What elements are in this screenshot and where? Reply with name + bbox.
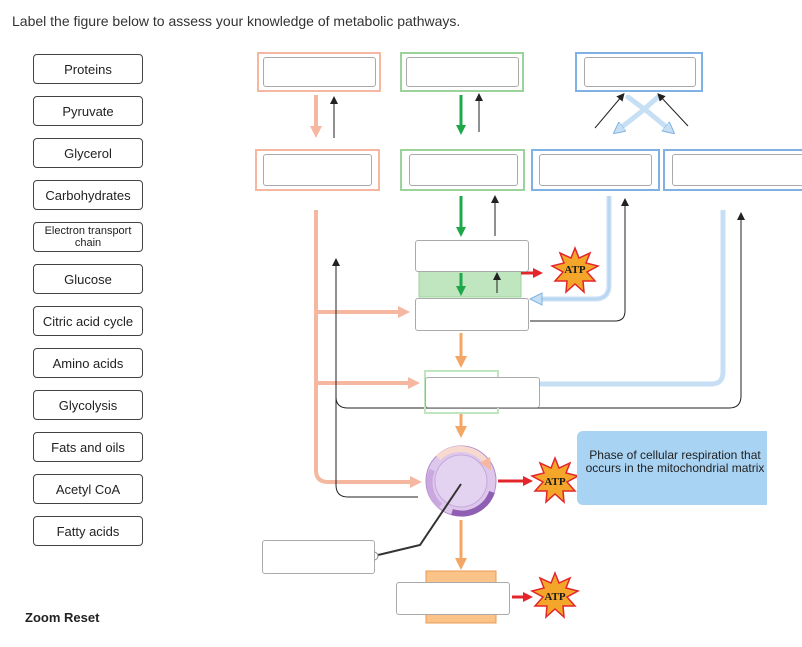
citric-acid-cycle-wheel	[425, 445, 497, 517]
label-amino-acids[interactable]: Amino acids	[33, 348, 143, 378]
fat-frame-mid-right	[663, 149, 802, 191]
glycerol-arrowhead	[528, 292, 543, 306]
drop-target-acetyl-coa[interactable]	[425, 377, 540, 408]
fat-split-arrow-left	[618, 94, 661, 130]
label-electron-transport-chain[interactable]: Electron transport chain	[33, 222, 143, 252]
zoom-controls: Zoom Reset	[25, 610, 99, 625]
carb-frame-mid	[400, 149, 525, 191]
label-citric-acid-cycle[interactable]: Citric acid cycle	[33, 306, 143, 336]
atp-burst-2: ATP	[529, 455, 581, 504]
drop-target-fatty-acids[interactable]	[672, 154, 802, 186]
amino-acid-to-cycle-head	[410, 476, 422, 488]
label-fats-and-oils[interactable]: Fats and oils	[33, 432, 143, 462]
drop-target-glucose[interactable]	[409, 154, 518, 186]
fatty-acid-reverse-line	[335, 212, 745, 409]
fat-split-arrow-right	[625, 94, 670, 130]
drop-target-citric-acid-cycle[interactable]	[262, 540, 375, 574]
carb-frame-top	[400, 52, 524, 92]
atp-burst-3: ATP	[529, 570, 581, 619]
label-fatty-acids[interactable]: Fatty acids	[33, 516, 143, 546]
drop-target-fats[interactable]	[584, 57, 696, 87]
fat-up-arrow-right	[657, 93, 689, 127]
matrix-phase-callout: Phase of cellular respiration that occur…	[577, 431, 767, 505]
label-carbohydrates[interactable]: Carbohydrates	[33, 180, 143, 210]
amino-acid-reverse-line	[332, 258, 418, 498]
amino-acid-path	[314, 210, 410, 484]
protein-frame-mid	[255, 149, 380, 191]
label-proteins[interactable]: Proteins	[33, 54, 143, 84]
fat-frame-mid-left	[531, 149, 660, 191]
drop-target-glycolysis[interactable]	[415, 240, 529, 272]
protein-frame-top	[257, 52, 381, 92]
glycolysis-bar	[418, 269, 522, 298]
drop-target-pyruvate[interactable]	[415, 298, 529, 331]
atp-text-2: ATP	[544, 476, 565, 488]
fat-frame-top	[575, 52, 703, 92]
label-acetyl-coa[interactable]: Acetyl CoA	[33, 474, 143, 504]
atp-text-3: ATP	[544, 591, 565, 603]
drop-target-amino-acids[interactable]	[263, 154, 372, 186]
label-pyruvate[interactable]: Pyruvate	[33, 96, 143, 126]
reset-button[interactable]: Reset	[64, 610, 100, 625]
label-glucose[interactable]: Glucose	[33, 264, 143, 294]
drop-target-carbohydrates[interactable]	[406, 57, 519, 87]
zoom-button[interactable]: Zoom	[25, 610, 61, 625]
fat-up-arrow-left	[594, 92, 625, 129]
glycerol-reverse-line	[530, 198, 629, 322]
glycerol-path	[540, 196, 612, 302]
cycle-leader-line	[377, 483, 462, 556]
label-glycerol[interactable]: Glycerol	[33, 138, 143, 168]
drop-target-electron-transport-chain[interactable]	[396, 582, 510, 615]
drop-target-proteins[interactable]	[263, 57, 376, 87]
fatty-acid-path	[540, 210, 726, 387]
atp-burst-1: ATP	[549, 245, 601, 294]
label-glycolysis[interactable]: Glycolysis	[33, 390, 143, 420]
drop-target-glycerol[interactable]	[539, 154, 652, 186]
instruction-text: Label the figure below to assess your kn…	[12, 13, 461, 29]
atp-text-1: ATP	[564, 264, 585, 276]
